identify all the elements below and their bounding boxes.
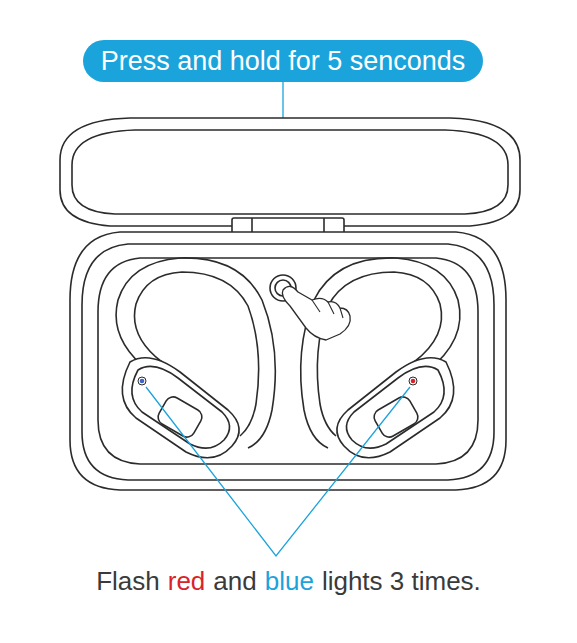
caption-word: Flash bbox=[96, 566, 160, 597]
caption-row: Flash redandblue lights 3 times. bbox=[0, 566, 577, 597]
callout-pill: Press and hold for 5 senconds bbox=[83, 40, 484, 82]
callout-text: Press and hold for 5 senconds bbox=[101, 46, 466, 77]
caption-word: red bbox=[168, 566, 206, 597]
caption-word: lights 3 times. bbox=[322, 566, 481, 597]
caption-word: and bbox=[213, 566, 256, 597]
caption-word: blue bbox=[265, 566, 314, 597]
